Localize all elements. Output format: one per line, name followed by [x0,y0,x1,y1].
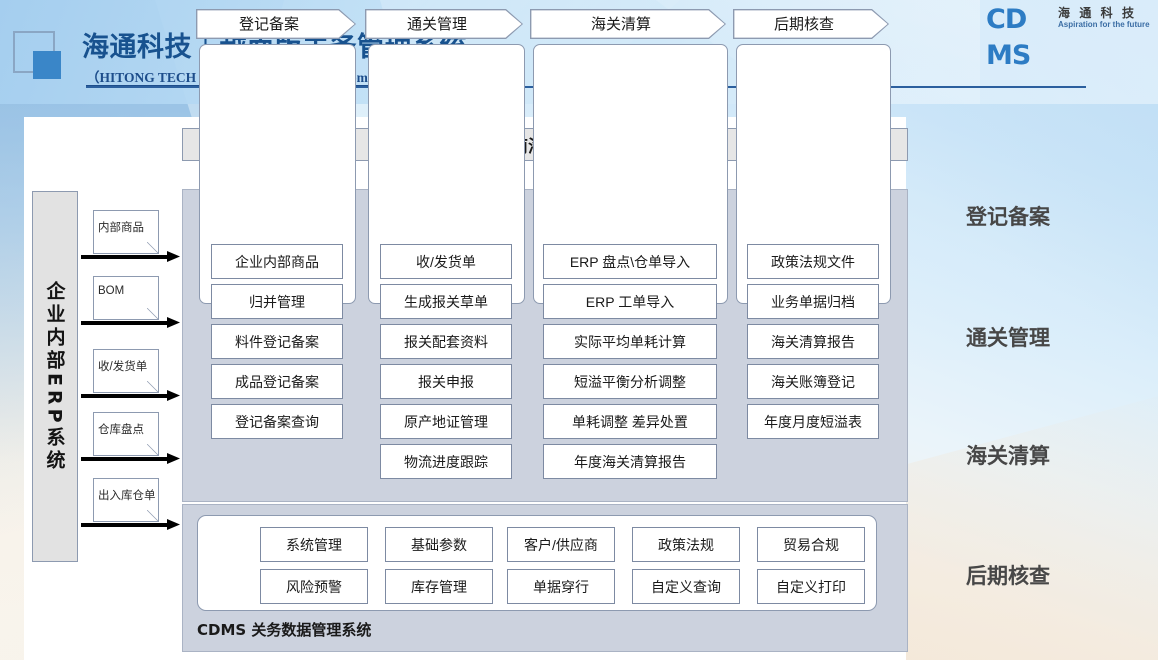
arrow-shaft [81,522,169,527]
erp-note-label: 出入库仓单 [98,490,156,502]
brand-name-cn: 海 通 科 技 [1058,6,1138,20]
arrow-head [167,317,180,328]
flow-item[interactable]: 生成报关草单 [380,284,512,319]
erp-system-label: 企业内部ERP系统 [43,280,66,473]
flow-item[interactable]: 年度月度短溢表 [747,404,879,439]
flow-item[interactable]: 收/发货单 [380,244,512,279]
cdms-module-item[interactable]: 风险预警 [260,569,368,604]
erp-note-label: BOM [98,285,125,297]
chevron-fill: 登记备案 [197,10,354,37]
cdms-caption: CDMS 关务数据管理系统 [197,621,372,639]
cdms-module-item[interactable]: 系统管理 [260,527,368,562]
erp-note-label: 收/发货单 [98,361,148,373]
flow-item[interactable]: 登记备案查询 [211,404,343,439]
flow-item[interactable]: 归并管理 [211,284,343,319]
flow-stage-title: 后期核查 [773,16,834,34]
flow-item[interactable]: 年度海关清算报告 [543,444,717,479]
flow-item[interactable]: 海关账簿登记 [747,364,879,399]
erp-note-label: 内部商品 [98,222,144,234]
arrow-head [167,453,180,464]
erp-flow-arrow-2 [81,317,180,328]
stage-label-3: 海关清算 [966,444,1050,468]
arrow-shaft [81,393,169,398]
flow-item[interactable]: 物流进度跟踪 [380,444,512,479]
cdms-module-item[interactable]: 自定义打印 [757,569,865,604]
note-fold-corner-icon [147,308,159,320]
note-fold-corner-icon [147,510,159,522]
erp-flow-arrow-3 [81,390,180,401]
chevron-fill: 后期核查 [734,10,887,37]
flow-item[interactable]: 实际平均单耗计算 [543,324,717,359]
stage-label-4: 后期核查 [966,564,1050,588]
note-fold-corner-icon [147,444,159,456]
erp-system-bar: 企业内部ERP系统 [32,191,78,562]
erp-flow-arrow-5 [81,519,180,530]
flow-item[interactable]: 业务单据归档 [747,284,879,319]
flow-stage-header-4[interactable]: 后期核查 [733,9,889,39]
double-square-logo-icon [13,31,61,79]
erp-flow-arrow-1 [81,251,180,262]
flow-item[interactable]: ERP 盘点\仓单导入 [543,244,717,279]
stage-label-1: 登记备案 [966,205,1050,229]
cdms-module-item[interactable]: 单据穿行 [507,569,615,604]
erp-note-3: 收/发货单 [93,349,159,393]
flow-item[interactable]: 报关申报 [380,364,512,399]
cdms-module-item[interactable]: 贸易合规 [757,527,865,562]
arrow-head [167,390,180,401]
brand-code: CDMS [986,4,1031,71]
erp-note-4: 仓库盘点 [93,412,159,456]
flow-item[interactable]: 企业内部商品 [211,244,343,279]
erp-flow-arrow-4 [81,453,180,464]
arrow-shaft [81,254,169,259]
cdms-module-item[interactable]: 政策法规 [632,527,740,562]
flow-stage-header-2[interactable]: 通关管理 [365,9,523,39]
erp-note-1: 内部商品 [93,210,159,254]
note-fold-corner-icon [147,381,159,393]
chevron-fill: 通关管理 [366,10,521,37]
cdms-module-item[interactable]: 自定义查询 [632,569,740,604]
flow-item[interactable]: 料件登记备案 [211,324,343,359]
arrow-head [167,251,180,262]
flow-item[interactable]: 原产地证管理 [380,404,512,439]
cdms-module-item[interactable]: 客户/供应商 [507,527,615,562]
flow-stage-title: 海关清算 [590,16,651,34]
cdms-module-item[interactable]: 库存管理 [385,569,493,604]
cdms-module-inner: 系统管理基础参数客户/供应商政策法规贸易合规风险预警库存管理单据穿行自定义查询自… [197,515,877,611]
logo-square-filled [33,51,61,79]
erp-note-2: BOM [93,276,159,320]
flow-stage-title: 登记备案 [238,16,299,34]
flow-item[interactable]: 政策法规文件 [747,244,879,279]
cdms-module-item[interactable]: 基础参数 [385,527,493,562]
cdms-module-container: 系统管理基础参数客户/供应商政策法规贸易合规风险预警库存管理单据穿行自定义查询自… [182,504,908,652]
flow-stage-title: 通关管理 [406,16,467,34]
flow-item[interactable]: ERP 工单导入 [543,284,717,319]
note-fold-corner-icon [147,242,159,254]
arrow-shaft [81,456,169,461]
erp-note-5: 出入库仓单 [93,478,159,522]
stage-label-2: 通关管理 [966,326,1050,350]
flow-item[interactable]: 短溢平衡分析调整 [543,364,717,399]
flow-stage-header-1[interactable]: 登记备案 [196,9,356,39]
flow-item[interactable]: 成品登记备案 [211,364,343,399]
arrow-shaft [81,320,169,325]
flow-item[interactable]: 报关配套资料 [380,324,512,359]
brand-tagline-en: Aspiration for the future [1058,20,1150,29]
arrow-head [167,519,180,530]
chevron-fill: 海关清算 [531,10,724,37]
flow-item[interactable]: 单耗调整 差异处置 [543,404,717,439]
flow-stage-header-3[interactable]: 海关清算 [530,9,726,39]
flow-item[interactable]: 海关清算报告 [747,324,879,359]
erp-note-label: 仓库盘点 [98,424,144,436]
